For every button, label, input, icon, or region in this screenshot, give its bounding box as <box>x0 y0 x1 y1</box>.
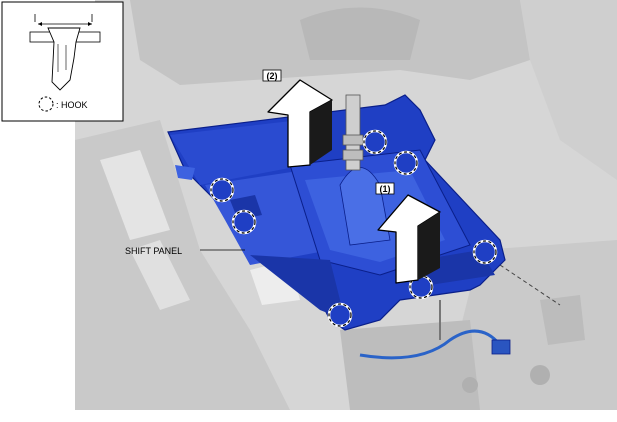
svg-text:(1): (1) <box>380 184 391 194</box>
hook-markers <box>209 129 498 328</box>
dashed-circle-icon <box>327 302 353 328</box>
dashed-circle-icon <box>209 177 235 203</box>
svg-text:(2): (2) <box>267 71 278 81</box>
step-1-label: (1) <box>375 182 395 195</box>
dashed-circle-icon <box>472 239 498 265</box>
shift-panel-callout: SHIFT PANEL <box>125 246 245 256</box>
up-arrow-icon <box>267 79 333 168</box>
step-2-label: (2) <box>262 69 282 82</box>
clip-hook-detail-icon <box>29 14 101 91</box>
dashed-circle-icon <box>362 129 388 155</box>
dashed-circle-icon <box>38 96 54 112</box>
wire-harness <box>359 300 511 360</box>
dashed-circle-icon <box>393 150 419 176</box>
shift-panel-label: SHIFT PANEL <box>125 246 182 256</box>
up-arrow-icon <box>377 194 441 284</box>
shift-lever <box>342 94 364 171</box>
hook-legend: : HOOK <box>1 1 124 122</box>
hook-legend-label: : HOOK <box>56 100 88 110</box>
dashed-circle-icon <box>231 209 257 235</box>
